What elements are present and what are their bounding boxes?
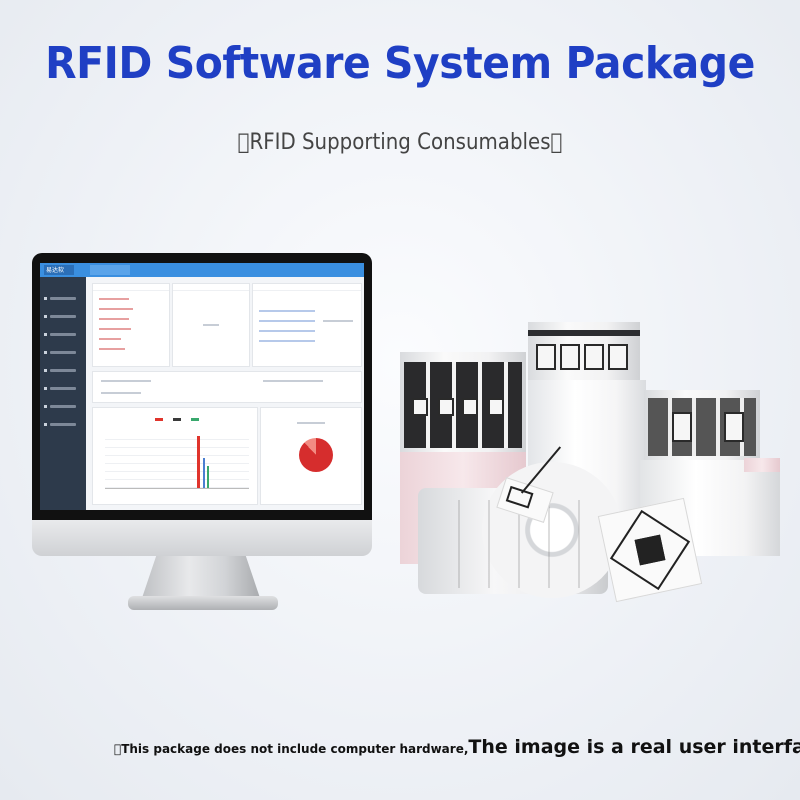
monitor-stand-base — [128, 596, 278, 610]
dashboard-panel — [252, 283, 362, 367]
subtitle-close-mark:   — [550, 130, 563, 155]
panel-line — [99, 338, 121, 340]
page-title: RFID Software System Package — [45, 38, 755, 89]
panel-line — [297, 422, 325, 424]
monitor-bezel: 易达软 — [32, 253, 372, 535]
rfid-inlay — [724, 412, 744, 442]
panel-header — [253, 284, 361, 291]
panel-line — [259, 310, 315, 312]
sidebar-icon — [44, 423, 47, 426]
bar-chart-panel — [92, 407, 258, 505]
sidebar-item — [50, 351, 76, 354]
chart-bar — [203, 458, 205, 488]
footnote-marker:   — [114, 742, 122, 756]
chart-bar — [197, 436, 200, 488]
panel-header — [173, 284, 249, 291]
legend-swatch — [173, 418, 181, 421]
app-logo-text: 易达软 — [46, 268, 65, 274]
rfid-inlay — [584, 344, 604, 370]
dashboard-panel — [92, 283, 170, 367]
subtitle-text: RFID Supporting Consumables — [249, 130, 551, 155]
monitor-stand-neck — [142, 556, 260, 598]
legend-swatch — [191, 418, 199, 421]
dashboard-panel — [172, 283, 250, 367]
rfid-inlay — [672, 412, 692, 442]
rfid-inlay — [462, 398, 478, 416]
tag-antenna — [505, 485, 534, 509]
panel-line — [99, 298, 129, 300]
sidebar-icon — [44, 387, 47, 390]
sidebar-item — [50, 369, 76, 372]
panel-line — [259, 340, 315, 342]
panel-line — [99, 308, 133, 310]
sidebar-icon — [44, 333, 47, 336]
footnote-small-text: This package does not include computer h… — [121, 742, 469, 756]
legend-swatch — [155, 418, 163, 421]
panel-line — [99, 348, 125, 350]
panel-line — [99, 318, 129, 320]
app-topbar — [40, 263, 364, 277]
footnote:  This package does not include computer … — [114, 736, 800, 758]
rfid-inlay — [412, 398, 428, 416]
sidebar-icon — [44, 351, 47, 354]
panel-line — [263, 380, 323, 382]
sidebar-item — [50, 423, 76, 426]
rfid-inlay — [608, 344, 628, 370]
panel-line — [203, 324, 219, 326]
chart-bar — [207, 466, 209, 488]
pie-chart-panel — [260, 407, 362, 505]
sidebar-item — [50, 315, 76, 318]
page-subtitle:  RFID Supporting Consumables  — [40, 130, 760, 155]
app-sidebar — [40, 277, 86, 510]
app-logo — [44, 265, 74, 275]
chart-plot-area — [105, 432, 249, 489]
rfid-inlay — [488, 398, 504, 416]
sidebar-item — [50, 297, 76, 300]
sidebar-icon — [44, 297, 47, 300]
roll-strip — [528, 330, 640, 336]
panel-line — [323, 320, 353, 322]
footnote-big-text: The image is a real user interface) — [468, 736, 800, 758]
panel-line — [101, 380, 151, 382]
panel-header — [93, 284, 169, 291]
rfid-inlay — [438, 398, 454, 416]
panel-line — [259, 320, 315, 322]
sidebar-item — [50, 333, 76, 336]
roll-label-seams — [430, 500, 600, 588]
sidebar-item — [50, 405, 76, 408]
filter-panel — [92, 371, 362, 403]
app-tab — [90, 265, 130, 275]
sidebar-item — [50, 387, 76, 390]
sidebar-icon — [44, 369, 47, 372]
rfid-inlay — [560, 344, 580, 370]
rfid-square-inlay — [597, 497, 703, 603]
roll-pink-band — [744, 458, 780, 472]
panel-line — [101, 392, 141, 394]
monitor-screen: 易达软 — [40, 263, 364, 510]
inlay-chip — [634, 534, 666, 566]
rfid-inlay — [536, 344, 556, 370]
pie-chart — [299, 438, 333, 472]
sidebar-icon — [44, 315, 47, 318]
panel-line — [259, 330, 315, 332]
panel-line — [99, 328, 131, 330]
sidebar-icon — [44, 405, 47, 408]
monitor-chin — [32, 520, 372, 556]
subtitle-open-mark:   — [237, 130, 250, 155]
